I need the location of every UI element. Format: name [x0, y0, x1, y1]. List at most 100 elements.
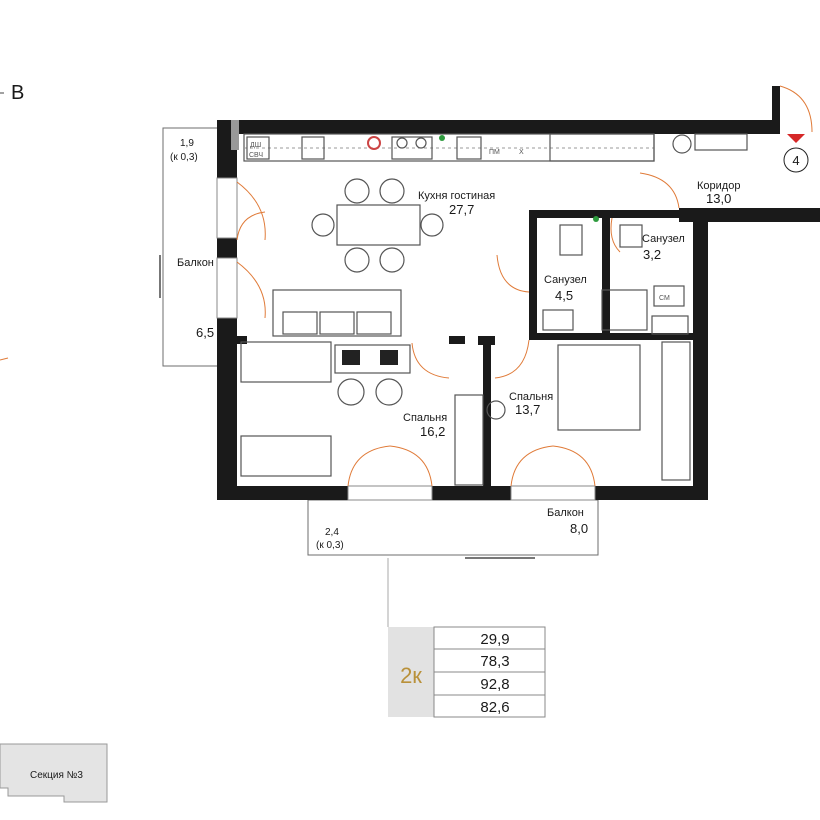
summary-value-3: 92,8	[480, 676, 509, 693]
wine-rack	[301, 136, 325, 160]
wall-bath-divider	[602, 210, 610, 340]
sofa-cushion-2	[319, 311, 355, 335]
door-balcony-bed1	[347, 485, 433, 501]
sofa-outline	[272, 289, 402, 337]
door-swing-3	[236, 211, 266, 241]
window-left-1	[216, 177, 238, 239]
fridge-block	[549, 133, 655, 162]
wall-bath1-top	[529, 210, 613, 218]
interior-walls	[237, 210, 693, 488]
summary-row-4	[433, 694, 546, 718]
chair-6	[420, 213, 444, 237]
chair-3	[344, 247, 370, 273]
entrance-badge	[783, 147, 809, 173]
summary-table: 2к 29,9 78,3 92,8 82,6	[388, 626, 546, 718]
wall-bottom	[217, 486, 708, 500]
round-table	[486, 400, 506, 420]
hood-icon	[367, 136, 381, 150]
section-minimap: Секция №3	[0, 743, 108, 803]
room-bath2-area: 3,2	[643, 247, 661, 262]
balcony-bottom-right-area: 8,0	[570, 521, 588, 536]
summary-type-cell	[388, 627, 434, 717]
wall-top	[217, 120, 777, 134]
section-shape	[0, 743, 108, 803]
column-top-left	[231, 120, 239, 150]
room-bath1-area: 4,5	[555, 288, 573, 303]
door-swing-bed1	[411, 342, 450, 379]
wardrobe-2	[661, 341, 691, 481]
compass-letter: B	[11, 82, 24, 104]
washbasin-2	[651, 315, 689, 335]
shower	[601, 289, 648, 331]
door-swing-balc-4	[552, 445, 596, 487]
door-swing-1	[236, 181, 266, 241]
kitchen-riser-icon	[439, 135, 445, 141]
kitchen-counter: ДШ СВЧ ПМ X	[243, 133, 748, 162]
shoe-cabinet	[694, 133, 748, 151]
balcony-left-name: Балкон	[177, 257, 214, 269]
hob-burner-1	[396, 137, 408, 149]
bedroom2-furniture	[486, 341, 691, 481]
bath-riser-icon	[593, 216, 599, 222]
chair-1	[344, 178, 370, 204]
section-label: Секция №3	[30, 770, 83, 781]
monitor-1	[342, 350, 360, 365]
room-corridor-area: 13,0	[706, 191, 731, 206]
armchair-2	[375, 378, 403, 406]
room-kitchen-area: 27,7	[449, 202, 474, 217]
entrance-number: 4	[792, 153, 799, 168]
summary-type: 2к	[400, 663, 422, 688]
room-kitchen-name: Кухня гостиная	[418, 190, 495, 202]
toilet-2	[619, 224, 643, 248]
hob	[391, 136, 433, 160]
room-bath2-name: Санузел	[642, 233, 685, 245]
bed-1a	[240, 341, 332, 383]
balcony-top-note: (к 0,3)	[170, 152, 198, 163]
chair-5	[311, 213, 335, 237]
balcony-bottom-left-note: (к 0,3)	[316, 540, 344, 551]
wall-bath-bottom	[537, 333, 693, 340]
room-bed2-area: 13,7	[515, 402, 540, 417]
door-swing-bed2	[494, 339, 530, 379]
door-swings	[236, 85, 813, 487]
washer-label: СМ	[659, 295, 670, 302]
wall-stub-mid	[449, 336, 465, 344]
windows-left	[216, 120, 239, 319]
summary-value-2: 78,3	[480, 653, 509, 670]
balcony-doors-bottom	[347, 485, 596, 501]
balcony-bottom-right-name: Балкон	[547, 507, 584, 519]
chair-2	[379, 178, 405, 204]
door-swing-balc-1	[347, 445, 391, 487]
balcony-top-area: 1,9	[180, 138, 194, 149]
washbasin-1	[542, 309, 574, 331]
appliance-x-label: X	[519, 149, 524, 156]
armchair-1	[337, 378, 365, 406]
wall-corridor-end	[679, 208, 820, 222]
door-swing-corridor	[639, 172, 680, 209]
door-swing-entrance	[779, 85, 813, 133]
bed-2	[557, 344, 641, 431]
door-swing-bath2	[610, 217, 621, 253]
wall-entrance	[772, 86, 780, 134]
wardrobe-1	[454, 394, 484, 486]
door-swing-bath1	[496, 254, 530, 293]
edge-marker	[0, 357, 9, 361]
bedroom1-furniture	[240, 341, 484, 486]
door-swing-2	[236, 261, 266, 319]
bathroom-furniture: СМ	[542, 216, 689, 335]
bed-1b	[240, 435, 332, 477]
entrance-arrow-icon	[787, 134, 805, 143]
desk	[334, 344, 411, 374]
window-left-2	[216, 257, 238, 319]
washer	[653, 285, 685, 307]
door-balcony-bed2	[510, 485, 596, 501]
hob-burner-2	[415, 137, 427, 149]
sofa	[272, 289, 402, 337]
sink	[456, 136, 482, 160]
room-bed1-area: 16,2	[420, 424, 445, 439]
appliance-mw-label: СВЧ	[249, 152, 263, 159]
appliance-dw-label: ДШ	[250, 142, 261, 149]
sofa-cushion-3	[356, 311, 392, 335]
